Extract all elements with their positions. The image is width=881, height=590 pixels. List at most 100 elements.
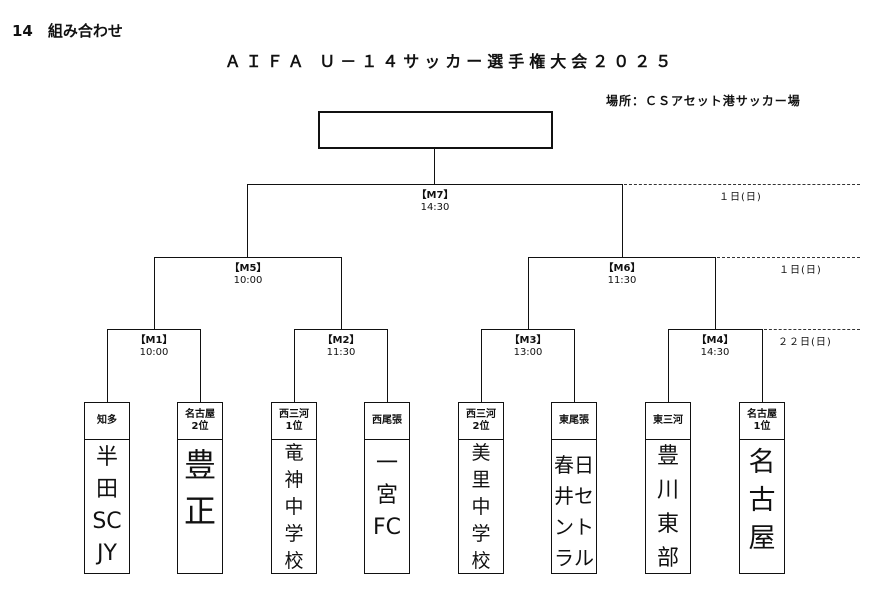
- team-name-part: 川: [656, 478, 679, 503]
- region-label: 東尾張: [559, 415, 589, 426]
- team-name-part: 名: [748, 447, 776, 478]
- bracket-line: [434, 147, 435, 184]
- seed-label: 1位: [753, 421, 771, 432]
- bracket-line: [107, 329, 108, 402]
- bracket-line: [715, 257, 716, 329]
- team-name-part: 屋: [748, 523, 776, 554]
- match-time: 14:30: [420, 202, 450, 213]
- region-label: 名古屋: [185, 409, 215, 420]
- bracket-line: [528, 257, 529, 329]
- team-name-part: 春日: [554, 453, 594, 477]
- team-name: 竜 神 中 学 校: [272, 440, 316, 575]
- bracket-line-m7: [247, 184, 623, 185]
- bracket-line: [387, 329, 388, 402]
- team-name-part: 田: [95, 477, 118, 502]
- bracket-line-m1: [107, 329, 201, 330]
- team-name-part: JY: [97, 541, 117, 566]
- team-name-part: ント: [554, 515, 594, 539]
- team-name-part: 美: [471, 442, 491, 464]
- region-label: 西三河: [466, 409, 496, 420]
- team-name-part: ラル: [554, 546, 594, 570]
- bracket-line: [154, 257, 155, 329]
- match-id: 【M5】: [229, 263, 267, 274]
- region-label: 西三河: [279, 409, 309, 420]
- bracket-line-m5: [154, 257, 342, 258]
- match-m4: 【M4】 14:30: [675, 335, 755, 359]
- team-box: 西尾張 一 宮 FC: [364, 402, 410, 574]
- bracket-line-m2: [294, 329, 388, 330]
- bracket-line: [200, 329, 201, 402]
- team-name: 豊 正: [178, 440, 222, 534]
- match-m6: 【M6】 11:30: [582, 263, 662, 287]
- team-name-part: 東: [656, 512, 679, 537]
- team-box: 知多 半 田 SC JY: [84, 402, 130, 574]
- team-box: 東三河 豊 川 東 部: [645, 402, 691, 574]
- match-m3: 【M3】 13:00: [488, 335, 568, 359]
- bracket-line: [481, 329, 482, 402]
- match-time: 10:00: [233, 275, 263, 286]
- team-name-part: 半: [95, 445, 118, 470]
- match-id: 【M1】: [135, 335, 173, 346]
- team-name-part: FC: [372, 515, 401, 540]
- team-name-part: 里: [471, 469, 491, 491]
- match-m1: 【M1】 10:00: [114, 335, 194, 359]
- bracket-line: [622, 184, 623, 257]
- team-name-part: 古: [748, 485, 776, 516]
- team-name-part: 中: [471, 496, 491, 518]
- match-time: 13:00: [513, 347, 543, 358]
- bracket-line: [341, 257, 342, 329]
- team-name-part: 竜: [284, 442, 304, 464]
- team-region: 西尾張: [365, 403, 409, 440]
- team-region: 知多: [85, 403, 129, 440]
- match-m2: 【M2】 11:30: [301, 335, 381, 359]
- venue-label: 場所：ＣＳアセット港サッカー場: [606, 94, 801, 108]
- bracket-line-m3: [481, 329, 575, 330]
- bracket-line-m6: [528, 257, 716, 258]
- match-id: 【M6】: [603, 263, 641, 274]
- team-name-part: SC: [92, 509, 122, 534]
- match-time: 10:00: [139, 347, 169, 358]
- champion-box: [318, 111, 553, 149]
- team-name: 美 里 中 学 校: [459, 440, 503, 575]
- match-time: 11:30: [326, 347, 356, 358]
- region-label: 名古屋: [747, 409, 777, 420]
- match-id: 【M2】: [322, 335, 360, 346]
- match-id: 【M3】: [509, 335, 547, 346]
- team-name-part: 神: [284, 469, 304, 491]
- seed-label: 2位: [472, 421, 490, 432]
- date-divider-first-round: [764, 329, 860, 330]
- bracket-line: [574, 329, 575, 402]
- seed-label: 2位: [191, 421, 209, 432]
- tournament-title: ＡＩＦＡ Ｕ－１４サッカー選手権大会２０２５: [224, 52, 677, 71]
- bracket-line: [762, 329, 763, 402]
- team-name-part: 豊: [183, 446, 216, 484]
- team-name-part: 豊: [656, 444, 679, 469]
- team-name: 一 宮 FC: [365, 440, 409, 544]
- region-label: 東三河: [653, 415, 683, 426]
- team-region: 東尾張: [552, 403, 596, 440]
- team-name-part: 学: [471, 523, 491, 545]
- team-name-part: 校: [471, 550, 491, 572]
- team-name-part: 学: [284, 523, 304, 545]
- match-m7: 【M7】 14:30: [395, 190, 475, 214]
- date-divider-semifinal: [717, 257, 860, 258]
- team-name-part: 正: [183, 492, 216, 530]
- team-name-part: 部: [656, 546, 679, 571]
- match-time: 14:30: [700, 347, 730, 358]
- team-name-part: 井セ: [554, 484, 594, 508]
- team-name-part: 一: [375, 451, 398, 476]
- date-semifinal: １日(日): [779, 265, 822, 276]
- team-name: 半 田 SC JY: [85, 440, 129, 570]
- bracket-line: [247, 184, 248, 257]
- date-divider-final: [624, 184, 860, 185]
- team-name-part: 中: [284, 496, 304, 518]
- team-box: 東尾張 春日 井セ ント ラル: [551, 402, 597, 574]
